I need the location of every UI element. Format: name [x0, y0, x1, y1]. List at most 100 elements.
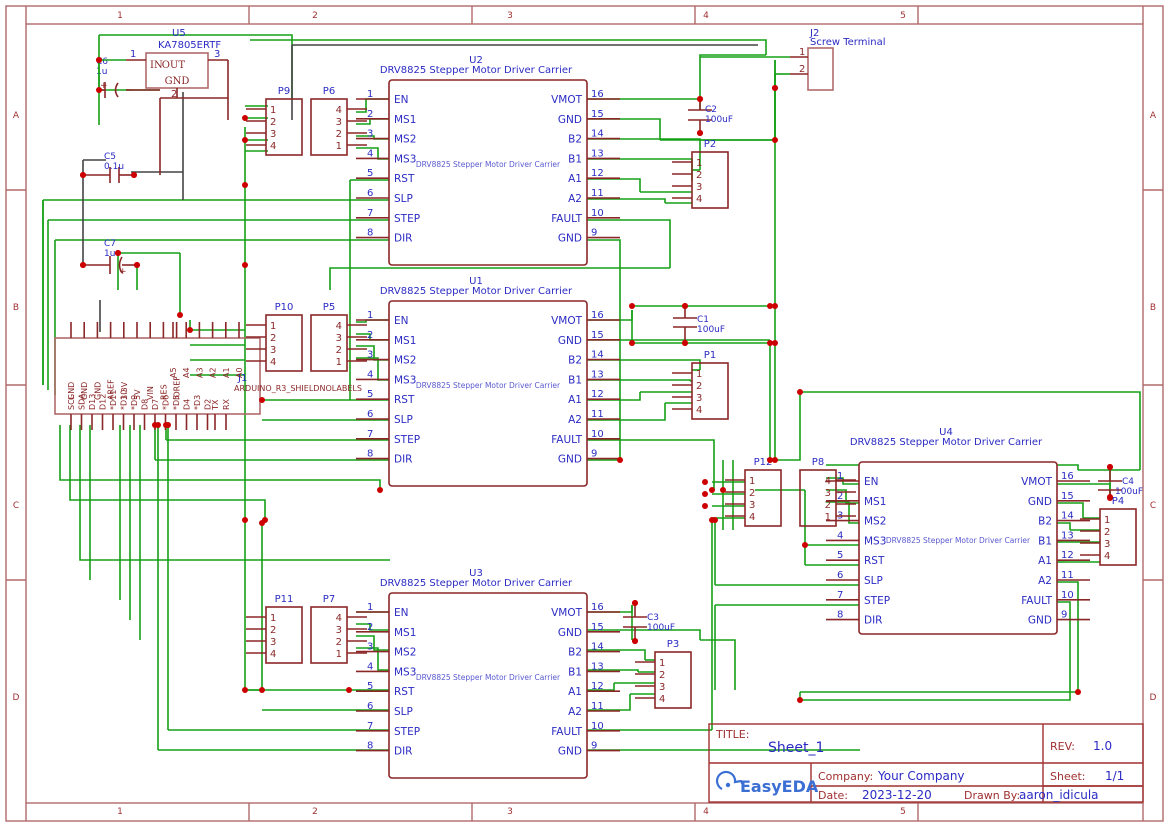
u1-pinnum-8: 8 — [367, 449, 373, 460]
u4-pinnum-9: 9 — [1061, 610, 1067, 621]
p4-ref: P4 — [1112, 496, 1124, 507]
rev-label: REV: — [1050, 740, 1075, 753]
junction-dot — [697, 96, 703, 102]
junction-dot — [259, 687, 265, 693]
c4-value: 100uF — [1115, 487, 1143, 497]
u2-pin-r-b2-14: B2 — [568, 134, 582, 146]
junction-dot — [262, 517, 268, 523]
u4-pinnum-16: 16 — [1061, 471, 1074, 482]
p8-pin-1: 1 — [825, 512, 831, 523]
u3-name: DRV8825 Stepper Motor Driver Carrier — [380, 578, 573, 589]
u3-pin-step: STEP — [394, 726, 420, 738]
junction-dot — [80, 262, 86, 268]
title-block: TITLE: Sheet_1 REV: 1.0 Company: Your Co… — [708, 723, 1144, 803]
junction-dot — [629, 303, 635, 309]
junction-dot — [632, 600, 638, 606]
arduino-bottom-pin-d8: D8 — [141, 399, 150, 410]
junction-dot — [80, 172, 86, 178]
u4-pin-ms2: MS2 — [864, 516, 886, 528]
p8-ref: P8 — [812, 457, 824, 468]
u2-pin-r-gnd-9: GND — [558, 233, 582, 245]
c2-value: 100uF — [705, 115, 733, 125]
j1-ref: J1 — [237, 373, 247, 384]
u2-pinnum-12: 12 — [591, 168, 604, 179]
u3-pin-ms3: MS3 — [394, 666, 416, 678]
u5-num-gnd: 2 — [171, 89, 177, 100]
c1-value: 100uF — [697, 325, 725, 335]
gnd-wires — [82, 44, 758, 332]
p1-ref: P1 — [704, 350, 716, 361]
junction-dot — [165, 422, 171, 428]
arduino-bottom-pin-tx: TX — [211, 399, 220, 411]
junction-dot — [767, 340, 773, 346]
capacitor-c7: C7 1u + — [80, 239, 140, 290]
u4-pinnum-2: 2 — [837, 491, 843, 502]
u2-pinnum-3: 3 — [367, 129, 373, 140]
title-value: Sheet_1 — [768, 740, 824, 756]
arduino-top-pin-a5: A5 — [169, 367, 178, 378]
u1-pinnum-15: 15 — [591, 330, 604, 341]
junction-dot — [682, 340, 688, 346]
u2-pin-r-vmot-16: VMOT — [551, 94, 583, 106]
arduino-bottom-pin-sda: SDA — [78, 393, 87, 410]
junction-dot — [242, 115, 248, 121]
junction-dot — [772, 303, 778, 309]
p9-pin-2: 2 — [270, 117, 276, 128]
j1-name: ARDUINO_R3_SHIELDNOLABELS — [234, 384, 362, 393]
u3-pinnum-2: 2 — [367, 622, 373, 633]
u2-pinnum-13: 13 — [591, 148, 604, 159]
title-label: TITLE: — [715, 728, 749, 741]
u2-pin-r-b1-13: B1 — [568, 153, 582, 165]
arduino-top-pin-gnd: GND — [93, 382, 102, 400]
p6-pin-1: 1 — [336, 141, 342, 152]
u2-pin-dir: DIR — [394, 233, 412, 245]
u4-pin-r-b1-13: B1 — [1038, 535, 1052, 547]
u4-pinnum-1: 1 — [837, 471, 843, 482]
u4-pinnum-14: 14 — [1061, 511, 1074, 522]
p7-pin-2: 2 — [336, 637, 342, 648]
u2-pinnum-11: 11 — [591, 188, 604, 199]
u4-pin-r-gnd-9: GND — [1028, 615, 1052, 627]
u3-pinnum-5: 5 — [367, 681, 373, 692]
u3-pinnum-16: 16 — [591, 602, 604, 613]
arduino-top-pin-a0: A0 — [235, 367, 244, 378]
p10-pin-2: 2 — [270, 333, 276, 344]
frame-row-c: C — [13, 501, 19, 511]
u5-name: KA7805ERTF — [158, 40, 221, 51]
frame-row-a-right: A — [1150, 111, 1157, 121]
arduino-top-pin-aref: AREF — [107, 379, 116, 400]
junction-dots — [80, 57, 1113, 703]
arduino-top-pin-a3: A3 — [195, 367, 204, 378]
drawn-label: Drawn By: — [964, 789, 1020, 802]
p12-ref: P12 — [754, 457, 773, 468]
p12-pin-1: 1 — [749, 476, 755, 487]
p3-pin-2: 2 — [659, 670, 665, 681]
junction-dot — [767, 303, 773, 309]
p5-ref: P5 — [323, 302, 335, 313]
u4-pin-ms1: MS1 — [864, 496, 886, 508]
frame-row-b-right: B — [1150, 303, 1156, 313]
u5-pin-out: OUT — [162, 60, 186, 71]
u2-pin-ms2: MS2 — [394, 134, 416, 146]
junction-dot — [1075, 689, 1081, 695]
u3-pin-r-gnd-15: GND — [558, 627, 582, 639]
u1-pin-slp: SLP — [394, 414, 413, 426]
junction-dot — [242, 262, 248, 268]
u3-pin-ms2: MS2 — [394, 647, 416, 659]
u1-pinnum-7: 7 — [367, 429, 373, 440]
arduino-bottom-pin-dd3: *D3 — [193, 395, 202, 410]
u3-pin-r-a1-12: A1 — [568, 686, 582, 698]
u3-pin-r-b2-14: B2 — [568, 647, 582, 659]
u1-pinnum-6: 6 — [367, 409, 373, 420]
junction-dot — [242, 687, 248, 693]
u3-pinnum-10: 10 — [591, 721, 604, 732]
u3-pinnum-7: 7 — [367, 721, 373, 732]
junction-dot — [242, 182, 248, 188]
j2-pin-1: 1 — [799, 47, 805, 58]
